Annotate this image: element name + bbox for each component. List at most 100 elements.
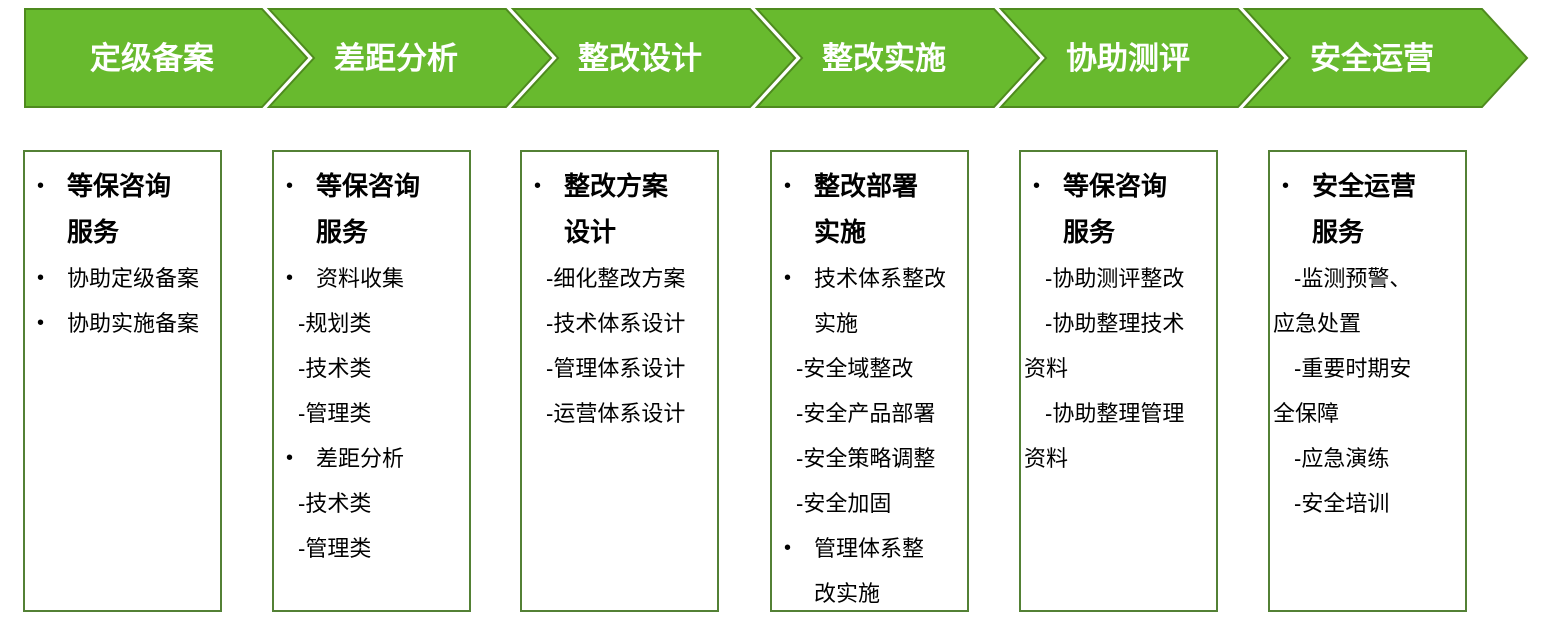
box-line-text: -安全策略调整: [796, 446, 936, 471]
box-line: 改实施: [772, 571, 967, 610]
box-line: -管理类: [274, 526, 469, 571]
box-line-text: 应急处置: [1273, 311, 1362, 336]
box-line: 服务: [1270, 210, 1465, 256]
box-line: • 差距分析: [274, 436, 469, 481]
box-line-text: 服务: [316, 217, 369, 247]
box-line-text: -技术体系设计: [546, 311, 686, 336]
box-line: -应急演练: [1270, 436, 1465, 481]
box-line-text: 整改部署: [814, 171, 919, 201]
box-line: -重要时期安: [1270, 346, 1465, 391]
bullet-glyph: •: [534, 175, 542, 197]
chevron-step-2: [266, 8, 553, 108]
box-line: -安全策略调整: [772, 436, 967, 481]
box-line-text: 资料: [1024, 356, 1069, 381]
box-line: • 等保咨询: [1021, 164, 1216, 210]
box-line: • 技术体系整改: [772, 256, 967, 301]
box-line: -协助整理技术: [1021, 301, 1216, 346]
box-line: 应急处置: [1270, 301, 1465, 346]
box-line: -技术类: [274, 346, 469, 391]
box-line-text: -技术类: [298, 356, 372, 381]
box-line: -协助测评整改: [1021, 256, 1216, 301]
box-line: 服务: [1021, 210, 1216, 256]
bullet-glyph: •: [1282, 175, 1290, 197]
box-line-text: -监测预警、: [1294, 266, 1412, 291]
box-line-text: 安全运营: [1312, 171, 1417, 201]
detail-box-sec-operation: • 安全运营服务 -监测预警、应急处置 -重要时期安全保障 -应急演练 -安全培训: [1268, 150, 1467, 612]
box-line-text: 管理体系整: [814, 536, 925, 561]
box-line-text: 服务: [1312, 217, 1365, 247]
box-line-text: 全保障: [1273, 401, 1340, 426]
detail-box-rectify-design: • 整改方案设计 -细化整改方案 -技术体系设计 -管理体系设计 -运营体系设计: [520, 150, 719, 612]
box-line-text: -安全域整改: [796, 356, 914, 381]
box-line: -技术类: [274, 481, 469, 526]
box-line-text: 整改方案: [564, 171, 669, 201]
bullet-glyph: •: [1033, 175, 1041, 197]
box-line-text: -安全培训: [1294, 491, 1390, 516]
box-line: -安全域整改: [772, 346, 967, 391]
detail-box-rectify-impl: •整改部署实施•技术体系整改实施-安全域整改-安全产品部署-安全策略调整-安全加…: [770, 150, 969, 612]
box-line: • 安全运营: [1270, 164, 1465, 210]
chevron-step-label: 定级备案: [90, 41, 215, 76]
box-line: 服务: [274, 210, 469, 256]
detail-box-gap-analysis: •等保咨询服务•资料收集-规划类-技术类-管理类•差距分析-技术类-管理类: [272, 150, 471, 612]
box-line: -安全加固: [772, 481, 967, 526]
box-line-text: -安全加固: [796, 491, 892, 516]
box-line-text: -重要时期安: [1294, 356, 1412, 381]
box-line: 全保障: [1270, 391, 1465, 436]
chevron-step-4: [754, 8, 1041, 108]
box-line-text: 实施: [814, 217, 867, 247]
box-line: -细化整改方案: [522, 256, 717, 301]
box-line-text: -管理类: [298, 401, 372, 426]
box-line: • 协助实施备案: [25, 301, 220, 346]
box-line-text: -安全产品部署: [796, 401, 936, 426]
bullet-glyph: •: [286, 267, 294, 289]
box-line: • 管理体系整: [772, 526, 967, 571]
box-line: -安全产品部署: [772, 391, 967, 436]
box-line-text: -管理类: [298, 536, 372, 561]
chevron-step-label: 整改设计: [578, 41, 702, 76]
box-line-text: 等保咨询: [1063, 171, 1168, 201]
detail-box-assist-eval: •等保咨询服务-协助测评整改-协助整理技术资料-协助整理管理资料: [1019, 150, 1218, 612]
box-line: 资料: [1021, 346, 1216, 391]
box-line-text: -协助测评整改: [1045, 266, 1185, 291]
box-line-text: 技术体系整改: [814, 266, 947, 291]
box-line: 实施: [772, 301, 967, 346]
box-line-text: 协助实施备案: [67, 311, 200, 336]
box-line: 设计: [522, 210, 717, 256]
bullet-glyph: •: [37, 175, 45, 197]
box-line-text: 设计: [564, 217, 617, 247]
box-line: -监测预警、: [1270, 256, 1465, 301]
box-line: -运营体系设计: [522, 391, 717, 436]
chevron-step-6: [1242, 8, 1529, 108]
box-line: -协助整理管理: [1021, 391, 1216, 436]
box-line: -技术体系设计: [522, 301, 717, 346]
box-line-text: -管理体系设计: [546, 356, 686, 381]
detail-box-grading: •等保咨询服务•协助定级备案•协助实施备案: [23, 150, 222, 612]
box-line: 实施: [772, 210, 967, 256]
box-line-text: 改实施: [814, 581, 881, 606]
box-line: -安全培训: [1270, 481, 1465, 526]
bullet-glyph: •: [286, 175, 294, 197]
bullet-glyph: •: [286, 447, 294, 469]
box-line-text: -协助整理管理: [1045, 401, 1185, 426]
box-line-text: 差距分析: [316, 446, 405, 471]
box-line-text: 等保咨询: [67, 171, 172, 201]
bullet-glyph: •: [784, 175, 792, 197]
box-line-text: 实施: [814, 311, 859, 336]
box-line-text: 协助定级备案: [67, 266, 200, 291]
box-line: -管理体系设计: [522, 346, 717, 391]
bullet-glyph: •: [37, 267, 45, 289]
box-line: -管理类: [274, 391, 469, 436]
chevron-step-label: 安全运营: [1310, 41, 1434, 76]
box-line-text: 资料: [1024, 446, 1069, 471]
bullet-glyph: •: [784, 267, 792, 289]
box-line: 资料: [1021, 436, 1216, 481]
chevron-step-label: 整改实施: [822, 41, 946, 76]
bullet-glyph: •: [37, 312, 45, 334]
box-line-text: -技术类: [298, 491, 372, 516]
chevron-flow: 定级备案 差距分析 整改设计 整改实施 协助测评 安全运营: [24, 8, 1529, 108]
box-line-text: 等保咨询: [316, 171, 421, 201]
bullet-glyph: •: [784, 537, 792, 559]
